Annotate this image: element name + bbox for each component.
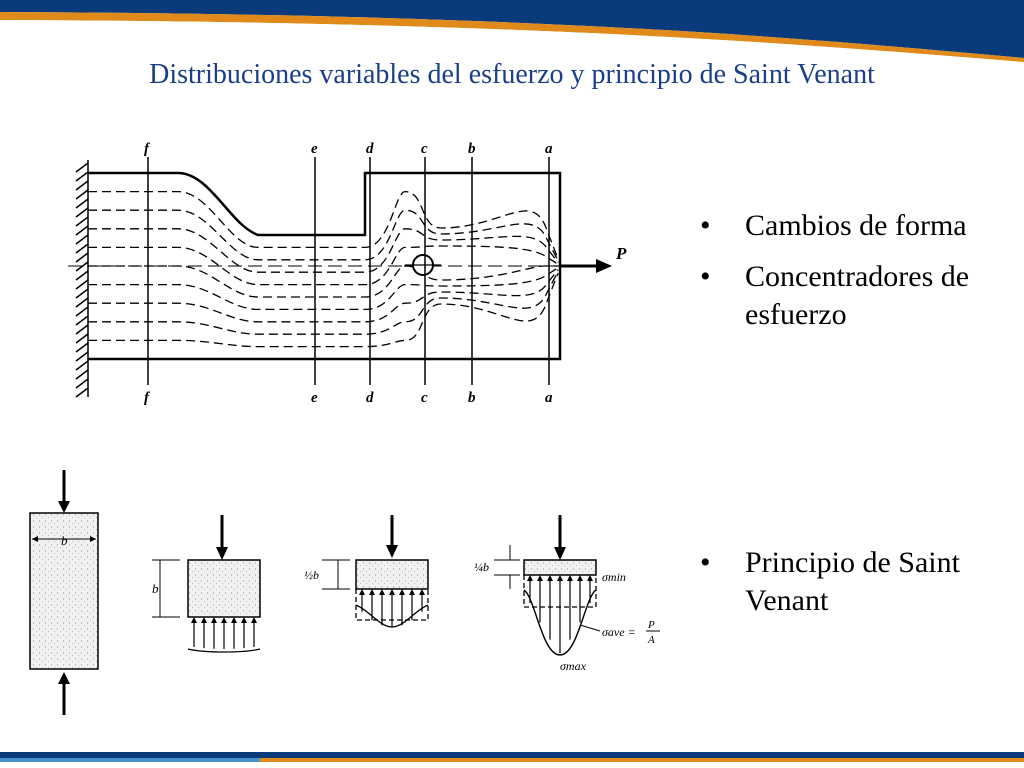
- stress-arrow-head: [211, 617, 217, 623]
- load-arrow: P: [560, 244, 627, 273]
- section-label-bottom: f: [144, 390, 151, 406]
- slide-title: Distribuciones variables del esfuerzo y …: [149, 59, 875, 90]
- section-depth-b: b: [152, 515, 261, 653]
- bullet-marker: •: [700, 260, 711, 293]
- stress-arrow-head: [399, 589, 405, 595]
- stress-arrow-head: [201, 617, 207, 623]
- section-label-top: d: [366, 141, 374, 157]
- specimen-column: b: [29, 470, 99, 715]
- stress-trajectories: [88, 190, 559, 348]
- load-label: P: [615, 244, 627, 263]
- bullet-text: Principio de Saint Venant: [745, 546, 960, 617]
- bullet-marker: •: [700, 209, 711, 242]
- stress-arrow-head: [389, 589, 395, 595]
- bullet-text: Cambios de forma: [745, 209, 967, 242]
- width-label: b: [61, 533, 68, 548]
- sigma-ave-denominator: A: [647, 634, 655, 646]
- depth-label-quarter-b: ¼b: [474, 560, 489, 574]
- stress-arrow-head: [557, 575, 563, 581]
- stress-arrow-head: [241, 617, 247, 623]
- stress-arrow-head: [231, 617, 237, 623]
- section-label-bottom: b: [468, 390, 476, 406]
- section-label-bottom: a: [545, 390, 553, 406]
- stress-arrow-head: [191, 617, 197, 623]
- fixed-wall: [75, 160, 89, 398]
- stress-arrow-head: [547, 575, 553, 581]
- stress-arrow-head: [379, 589, 385, 595]
- header-band: [0, 0, 1024, 62]
- depth-label-b: b: [152, 581, 159, 596]
- stress-arrow-head: [537, 575, 543, 581]
- section-label-top: a: [545, 141, 553, 157]
- stress-arrow-head: [251, 617, 257, 623]
- stress-arrow-head: [577, 575, 583, 581]
- stress-arrow-head: [221, 617, 227, 623]
- sigma-max-label: σmax: [560, 659, 587, 673]
- section-label-top: b: [468, 141, 476, 157]
- bullet-text: Concentradores de esfuerzo: [745, 260, 970, 331]
- section-label-bottom: e: [311, 390, 318, 406]
- section-label-top: c: [421, 141, 428, 157]
- stress-arrow-head: [419, 589, 425, 595]
- stress-arrow-head: [527, 575, 533, 581]
- saint-venant-diagram: b b ½b ¼b: [29, 470, 660, 715]
- stress-arrow-head: [369, 589, 375, 595]
- stress-arrow-head: [587, 575, 593, 581]
- sigma-ave-label: σave =: [602, 625, 636, 639]
- bullet-marker: •: [700, 546, 711, 579]
- section-depth-half-b: ½b: [304, 515, 429, 628]
- bar-outline: [88, 171, 562, 361]
- depth-label-half-b: ½b: [304, 568, 319, 582]
- stress-arrow-head: [409, 589, 415, 595]
- stress-arrow-head: [359, 589, 365, 595]
- stress-flow-diagram: P f e d c b a f e d c b a: [68, 141, 627, 406]
- footer-band: [0, 752, 1024, 762]
- section-label-bottom: d: [366, 390, 374, 406]
- sigma-ave-numerator: P: [647, 619, 655, 631]
- section-label-top: e: [311, 141, 318, 157]
- section-lines: [147, 157, 550, 385]
- section-depth-quarter-b: ¼b σmin σave = P A σmax: [474, 515, 660, 673]
- sigma-min-label: σmin: [602, 570, 626, 584]
- section-label-top: f: [144, 141, 151, 157]
- section-label-bottom: c: [421, 390, 428, 406]
- stress-arrow-head: [567, 575, 573, 581]
